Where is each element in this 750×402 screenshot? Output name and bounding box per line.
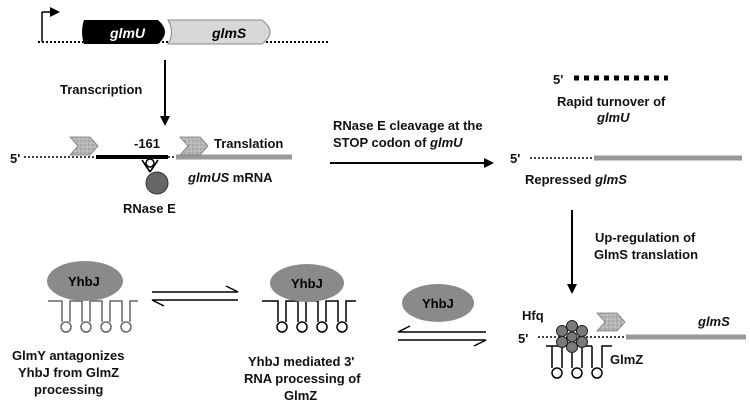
glmz-hfq-glmS-complex: Hfq 5' GlmZ glmS	[518, 308, 746, 379]
glmz-structure-right	[546, 345, 612, 368]
glmz-label: GlmZ	[610, 352, 643, 367]
upregulation-label-line1: Up-regulation of	[595, 230, 696, 245]
cleavage-label-line1: RNase E cleavage at the	[333, 118, 483, 133]
repressed-label: Repressed glmS	[525, 172, 627, 187]
glmU-gene-box	[82, 20, 165, 44]
degraded-five-prime: 5'	[553, 72, 563, 87]
scissors-icon	[141, 159, 159, 173]
cleavage-prefix: STOP codon of	[333, 135, 430, 150]
glmz-structure-left	[48, 300, 138, 322]
repressed-gene: glmS	[594, 172, 627, 187]
yhbj-oval-free	[402, 284, 474, 322]
equilibrium-arrow-left-reverse	[151, 299, 238, 307]
equilibrium-arrow-left-forward	[152, 285, 239, 293]
hfq-subunit	[576, 325, 588, 337]
upregulation-label-line2: GlmS translation	[594, 247, 698, 262]
ribosome-binding-chevron-active	[596, 312, 626, 332]
glmy-label-line3: processing	[34, 382, 103, 397]
glmz-structure-middle	[262, 300, 356, 322]
repressed-prefix: Repressed	[525, 172, 595, 187]
repressed-five-prime: 5'	[510, 151, 520, 166]
transcription-label: Transcription	[60, 82, 142, 97]
yhbj-oval-middle	[270, 264, 344, 302]
five-prime-label: 5'	[10, 151, 20, 166]
rnase-e-icon	[145, 171, 169, 195]
cleavage-site-icon	[145, 158, 155, 168]
glmS-label-final: glmS	[697, 314, 730, 329]
yhbj-label-left: YhbJ	[68, 274, 100, 289]
mrna-label: glmUS mRNA	[187, 170, 273, 185]
mrna-gene-name: glmUS	[187, 170, 230, 185]
turnover-label-line1: Rapid turnover of	[557, 94, 666, 109]
glmz-loop-middle-4	[336, 321, 348, 333]
equilibrium-arrow-right-reverse	[397, 325, 486, 333]
glmz-loop-middle-3	[316, 321, 328, 333]
glmz-loop-left-4	[120, 321, 132, 333]
position-label: -161	[134, 136, 160, 151]
ribosome-binding-chevron-left	[69, 136, 99, 156]
glmz-loop-middle-2	[296, 321, 308, 333]
glmUS-mrna: 5' -161 RNase E Translation glmUS mRNA	[10, 136, 292, 216]
glmz-yhbj-complex-left: YhbJ	[47, 261, 138, 333]
cleavage-label-line2: STOP codon of glmU	[333, 135, 463, 150]
glmz-loop-right-2	[571, 367, 583, 379]
translation-label: Translation	[214, 136, 283, 151]
glmz-loop-left-2	[80, 321, 92, 333]
hfq-hexamer-icon	[556, 320, 588, 353]
equilibrium-arrow-right-forward	[398, 339, 487, 347]
yhbj-label-middle: YhbJ	[291, 276, 323, 291]
glmU-gene-label: glmU	[109, 25, 146, 41]
glmS-gene-label: glmS	[211, 25, 247, 41]
operon: glmU glmS	[38, 7, 330, 45]
yhbj-label-free: YhbJ	[422, 296, 454, 311]
ribosome-binding-chevron-right	[179, 136, 209, 156]
hfq-subunit	[566, 331, 578, 343]
cleavage-gene: glmU	[429, 135, 463, 150]
hfq-label: Hfq	[522, 308, 544, 323]
processing-label-line2: RNA processing of	[244, 371, 361, 386]
glmS-gene-box	[167, 19, 271, 45]
glmz-yhbj-complex-middle: YhbJ	[262, 264, 356, 333]
yhbj-oval-left	[47, 261, 123, 301]
glmy-label-line2: YhbJ from GlmZ	[18, 365, 119, 380]
hfq-subunit	[556, 336, 568, 348]
mrna-suffix: mRNA	[229, 170, 273, 185]
glmz-loop-right-3	[591, 367, 603, 379]
glmz-loop-left-1	[60, 321, 72, 333]
glmz-loop-right-1	[551, 367, 563, 379]
processing-label-line1: YhbJ mediated 3'	[248, 354, 354, 369]
hfq-subunit	[576, 336, 588, 348]
hfq-subunit	[556, 325, 568, 337]
processing-label-line3: GlmZ	[284, 388, 317, 402]
rnase-e-label: RNase E	[123, 201, 176, 216]
glmz-loop-left-3	[100, 321, 112, 333]
turnover-label-line2: glmU	[596, 110, 630, 125]
hfq-subunit	[566, 320, 578, 332]
glmy-label-line1: GlmY antagonizes	[12, 348, 124, 363]
hfq-subunit	[566, 341, 578, 353]
glmz-loop-middle-1	[276, 321, 288, 333]
activated-five-prime: 5'	[518, 331, 528, 346]
